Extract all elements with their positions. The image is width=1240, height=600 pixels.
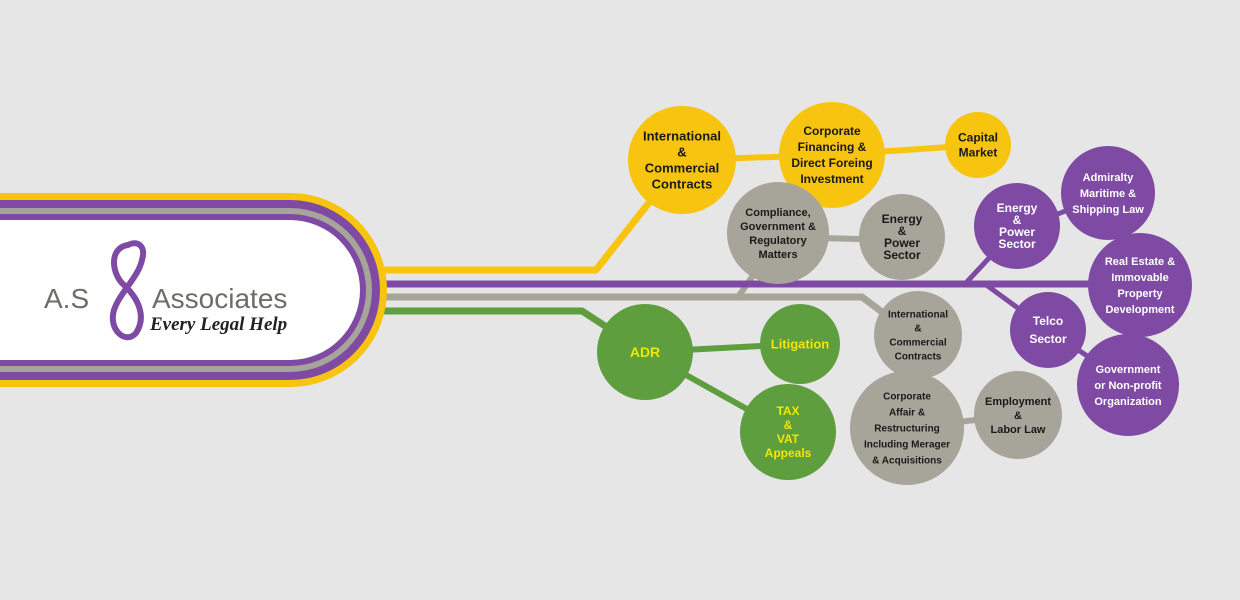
node-label-line: VAT [777,432,800,446]
logo: A.S Associates Every Legal Help [44,240,287,341]
node-label-line: Sector [1029,332,1067,346]
node-label-line: International [643,129,721,144]
node-label-line: Immovable [1111,272,1168,284]
node-label-line: Contracts [895,352,942,363]
node-label-line: TAX [776,404,799,418]
node-label-line: Organization [1094,396,1162,408]
node-label-line: Shipping Law [1072,204,1144,216]
gray-branch [376,293,894,322]
yellow-branch [376,191,659,274]
node-label-line: Direct Foreing [791,156,872,170]
node-label-line: Maritime & [1080,188,1136,200]
node-label-line: Restructuring [874,424,940,435]
node-adr: ADR [597,304,693,400]
node-label-line: Power [999,225,1035,239]
node-label-line: Energy [997,201,1038,215]
node-label-line: Appeals [765,446,812,460]
node-label: ADR [630,344,660,360]
node-label-line: & [1013,213,1022,227]
node-label-line: Financing & [798,140,867,154]
node-label-line: Contracts [652,177,713,192]
node-label-line: Labor Law [990,424,1045,436]
node-label-line: Corporate [883,392,931,403]
node-label-line: Energy [882,212,923,226]
node-label-line: Sector [883,248,921,262]
node-employment-labor: Employment & Labor Law [974,371,1062,459]
node-label-line: & [914,324,921,335]
node-label-line: International [888,310,948,321]
node-label-line: Affair & [889,408,925,419]
node-label-line: Employment [985,396,1051,408]
logo-capsule [0,193,387,387]
node-label: Employment & Labor Law [985,396,1051,436]
node-label-line: Telco [1033,314,1063,328]
node-label-line: Capital [958,131,998,145]
node-label-line: & [784,418,793,432]
node-label-line: Property [1117,288,1163,300]
node-label-line: Government & [740,221,816,233]
infinity-eight-icon [109,240,146,341]
node-label-line: & [1014,410,1022,422]
node-label-line: Development [1105,304,1174,316]
node-label-line: Market [959,146,998,160]
node-label-line: Real Estate & [1105,256,1175,268]
node-label-line: Admiralty [1083,172,1135,184]
node-label-line: & [898,224,907,238]
node-label-line: Including Merager [864,440,950,451]
node-label-line: Compliance, [745,207,810,219]
node-label-line: Regulatory [749,235,807,247]
node-label-line: Corporate [803,124,861,138]
logo-name-right: Associates [152,283,287,314]
node-label-line: Investment [800,172,863,186]
node-label-line: Sector [998,237,1036,251]
node-label-line: Government [1096,364,1161,376]
node-label-line: Litigation [771,337,830,352]
logo-name-left: A.S [44,283,89,314]
node-label-line: & [677,145,686,160]
node-label-line: Commercial [645,161,719,176]
logo-tagline: Every Legal Help [149,314,287,335]
node-label-line: or Non-profit [1094,380,1162,392]
node-label: Litigation [771,337,830,352]
node-label-line: Power [884,236,920,250]
node-label-line: & Acquisitions [872,456,942,467]
node-litigation: Litigation [760,304,840,384]
node-label-line: Matters [758,249,797,261]
node-label-line: Commercial [889,338,946,349]
node-label-line: ADR [630,344,660,360]
